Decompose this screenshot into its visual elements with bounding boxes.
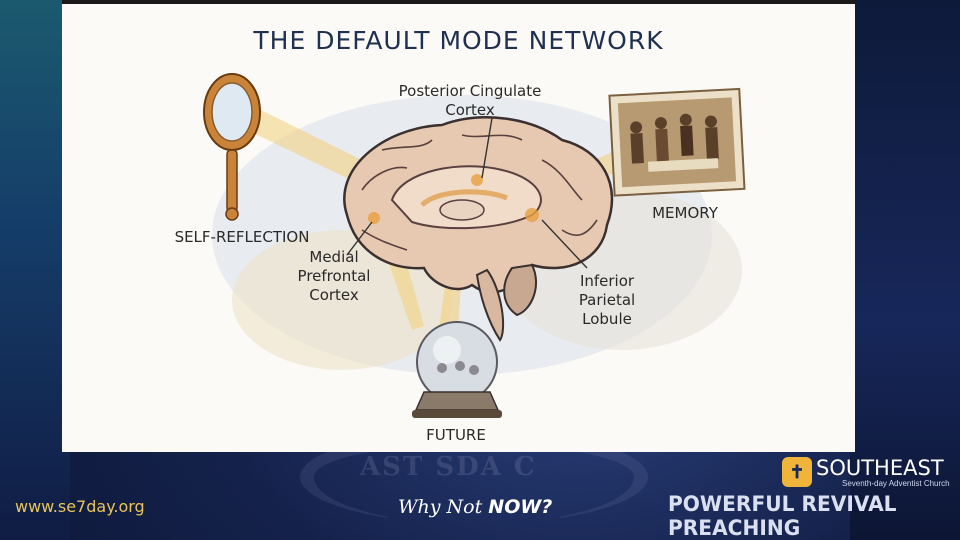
southeast-logo: ✝ SOUTHEAST Seventh-day Adventist Church <box>782 456 950 488</box>
watermark-text: AST SDA C <box>360 452 537 482</box>
website-url[interactable]: www.se7day.org <box>15 497 145 516</box>
tagline-script: Why Not <box>398 496 483 518</box>
illustration <box>203 73 746 418</box>
presentation-slide: THE DEFAULT MODE NETWORK Posterior Cingu… <box>62 0 855 452</box>
sda-flame-icon: ✝ <box>782 457 812 487</box>
brain-icon <box>343 116 614 342</box>
label-posterior-cingulate-cortex: Posterior Cingulate Cortex <box>398 82 542 119</box>
tagline-bold: NOW? <box>488 496 553 518</box>
hand-mirror-icon <box>203 73 261 221</box>
tagline: Why Not NOW? <box>398 496 552 518</box>
crystal-ball-icon <box>412 321 502 418</box>
old-photograph-icon <box>608 87 746 197</box>
background-right-panel <box>850 0 960 540</box>
label-memory: MEMORY <box>652 204 718 222</box>
series-banner: POWERFUL REVIVAL PREACHING <box>668 492 897 540</box>
slide-title: THE DEFAULT MODE NETWORK <box>253 26 664 55</box>
label-medial-prefrontal-cortex: Medial Prefrontal Cortex <box>297 248 371 304</box>
slide-top-bar <box>62 0 855 4</box>
background-left-panel <box>0 0 70 540</box>
label-self-reflection: SELF-REFLECTION <box>174 228 310 246</box>
brand-name: SOUTHEAST <box>816 456 944 480</box>
brand-subtitle: Seventh-day Adventist Church <box>842 479 950 488</box>
label-inferior-parietal-lobule: Inferior Parietal Lobule <box>578 272 636 328</box>
label-future: FUTURE <box>426 426 486 444</box>
